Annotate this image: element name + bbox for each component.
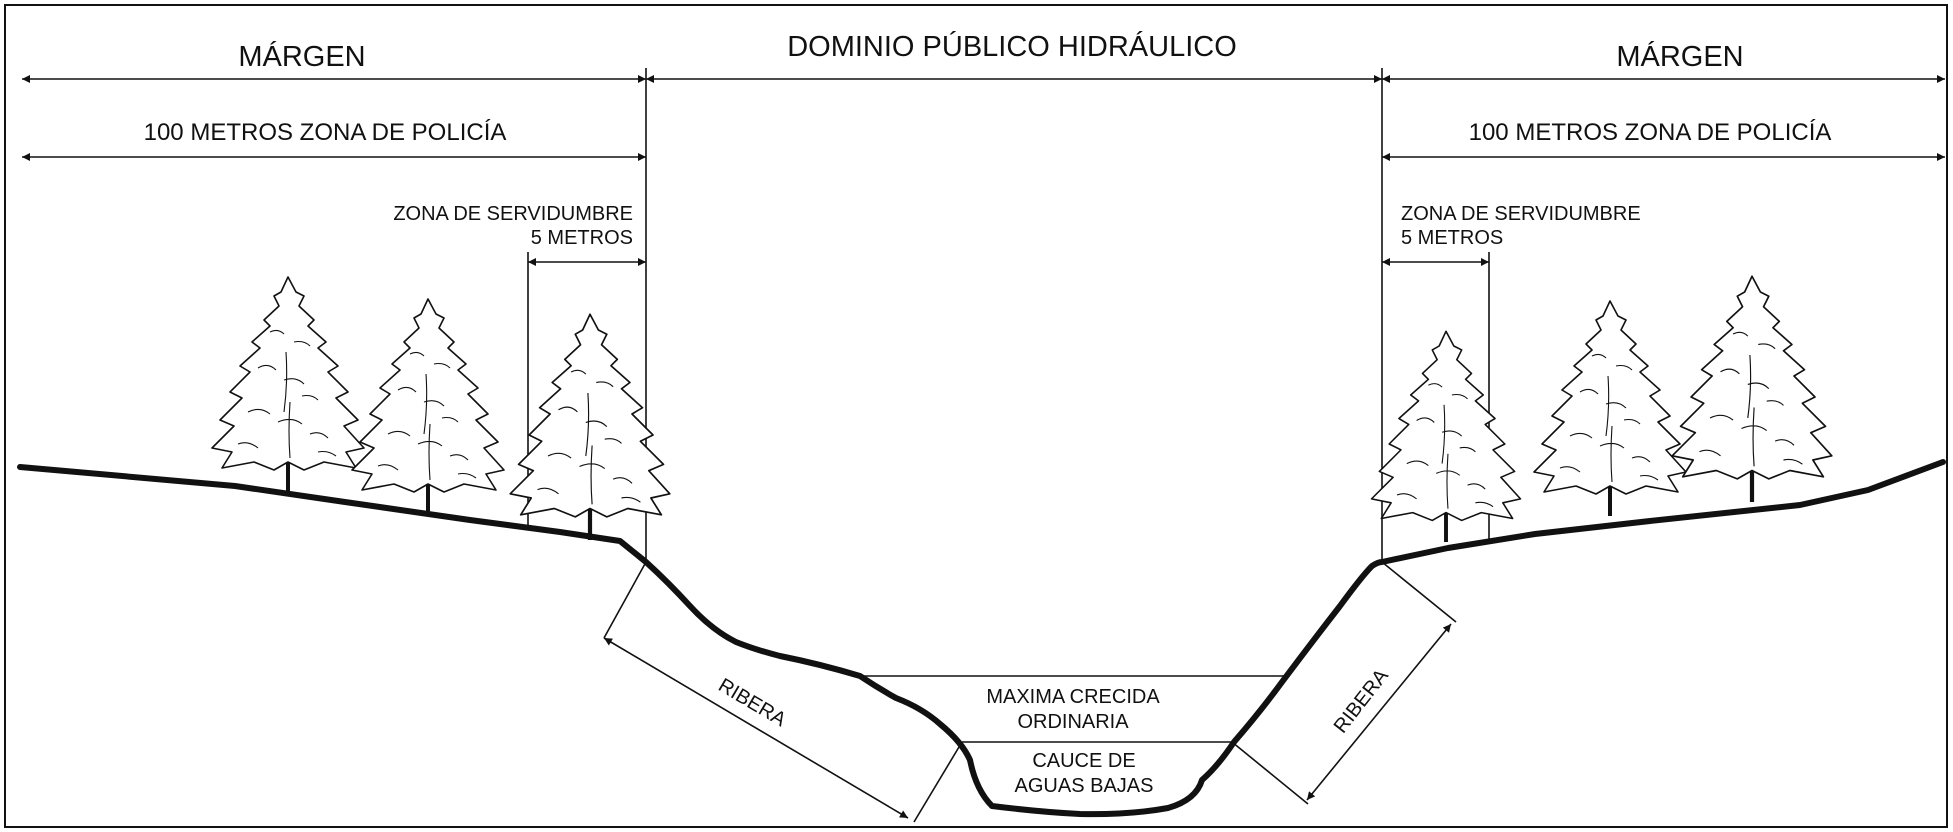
tree-icon [1672, 276, 1832, 502]
bank-left-label: RIBERA [714, 674, 790, 731]
police-zone-right-label: 100 METROS ZONA DE POLICÍA [1469, 119, 1832, 146]
tree-icon [210, 275, 366, 494]
tree-icon [1532, 299, 1688, 518]
margin-right-label: MÁRGEN [1616, 40, 1743, 73]
easement-right-line2: 5 METROS [1401, 227, 1503, 249]
trees-right [1369, 276, 1832, 544]
flood-label-line2: ORDINARIA [1017, 711, 1129, 733]
lowflow-label-line2: AGUAS BAJAS [1015, 775, 1154, 797]
easement-left-line1: ZONA DE SERVIDUMBRE [393, 203, 633, 225]
police-zone-left-label: 100 METROS ZONA DE POLICÍA [144, 119, 507, 146]
public-domain-label: DOMINIO PÚBLICO HIDRÁULICO [787, 30, 1237, 63]
easement-left-line2: 5 METROS [531, 227, 633, 249]
bank-left-dimension: RIBERA [603, 561, 963, 823]
trees-left [210, 275, 670, 540]
tree-icon [350, 297, 506, 516]
margin-left-label: MÁRGEN [238, 40, 365, 73]
bank-right-label: RIBERA [1330, 665, 1394, 738]
lowflow-label-line1: CAUCE DE [1032, 750, 1135, 772]
flood-label-line1: MAXIMA CRECIDA [986, 686, 1160, 708]
terrain-profile [17, 459, 1946, 818]
easement-right-line1: ZONA DE SERVIDUMBRE [1401, 203, 1641, 225]
diagram-frame [4, 4, 1948, 828]
tree-icon [1369, 329, 1523, 544]
